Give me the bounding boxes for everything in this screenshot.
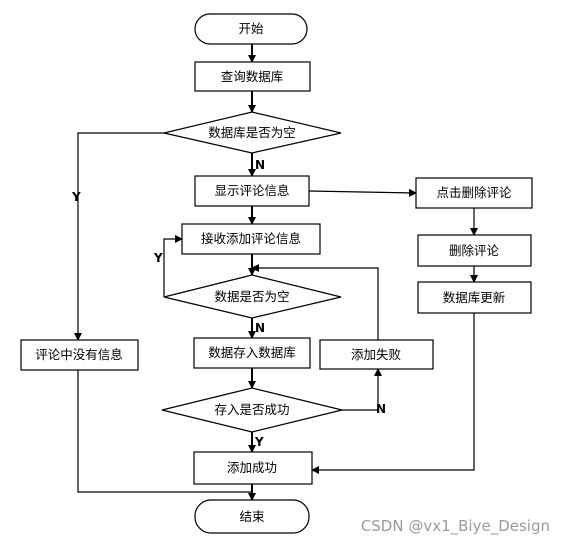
end-terminal: 结束 bbox=[194, 499, 310, 534]
show-comments-box: 显示评论信息 bbox=[194, 175, 310, 207]
start-label: 开始 bbox=[238, 21, 264, 36]
no-comments-box: 评论中没有信息 bbox=[20, 339, 139, 371]
receive-add-label: 接收添加评论信息 bbox=[201, 231, 301, 246]
show-comments-label: 显示评论信息 bbox=[214, 183, 289, 198]
delete-comment-label: 删除评论 bbox=[449, 243, 500, 258]
db-empty-yes-label: Y bbox=[71, 190, 81, 204]
db-empty-decision: 数据库是否为空 bbox=[163, 111, 342, 154]
receive-add-box: 接收添加评论信息 bbox=[181, 223, 321, 255]
db-empty-no-label: N bbox=[255, 158, 265, 172]
start-terminal: 开始 bbox=[194, 13, 308, 45]
edge-show-clickdelete bbox=[308, 188, 417, 197]
edge-dataempty-receive bbox=[163, 235, 183, 297]
query-db-label: 查询数据库 bbox=[221, 69, 284, 84]
save-success-label: 存入是否成功 bbox=[214, 402, 289, 417]
no-comments-label: 评论中没有信息 bbox=[35, 347, 123, 362]
db-update-box: 数据库更新 bbox=[417, 281, 532, 314]
query-db-box: 查询数据库 bbox=[194, 61, 311, 92]
data-empty-label: 数据是否为空 bbox=[214, 289, 289, 304]
save-db-box: 数据存入数据库 bbox=[193, 337, 311, 369]
click-delete-label: 点击删除评论 bbox=[436, 185, 512, 200]
end-label: 结束 bbox=[239, 509, 265, 524]
edge-addfailed-loop bbox=[251, 264, 379, 340]
db-empty-label: 数据库是否为空 bbox=[208, 125, 296, 140]
edge-dbempty-nocomments bbox=[74, 132, 164, 341]
db-update-label: 数据库更新 bbox=[443, 290, 506, 305]
add-failed-box: 添加失败 bbox=[319, 339, 434, 370]
delete-comment-box: 删除评论 bbox=[417, 234, 532, 267]
save-success-no-label: N bbox=[376, 402, 386, 416]
add-success-label: 添加成功 bbox=[227, 460, 277, 475]
click-delete-box: 点击删除评论 bbox=[415, 177, 533, 209]
data-empty-no-label: N bbox=[255, 321, 265, 335]
edge-nocomments-end bbox=[77, 370, 252, 493]
edge-savesuccess-addfailed bbox=[342, 368, 382, 411]
add-success-box: 添加成功 bbox=[193, 451, 313, 485]
save-success-yes-label: Y bbox=[254, 435, 264, 449]
edge-update-addsuccess bbox=[311, 313, 475, 474]
data-empty-decision: 数据是否为空 bbox=[163, 274, 342, 319]
save-db-label: 数据存入数据库 bbox=[208, 345, 296, 360]
add-failed-label: 添加失败 bbox=[351, 347, 402, 362]
watermark-text: CSDN @vx1_Biye_Design bbox=[361, 517, 550, 536]
save-success-decision: 存入是否成功 bbox=[161, 387, 343, 433]
data-empty-yes-label: Y bbox=[153, 251, 163, 265]
connectors bbox=[74, 44, 478, 501]
